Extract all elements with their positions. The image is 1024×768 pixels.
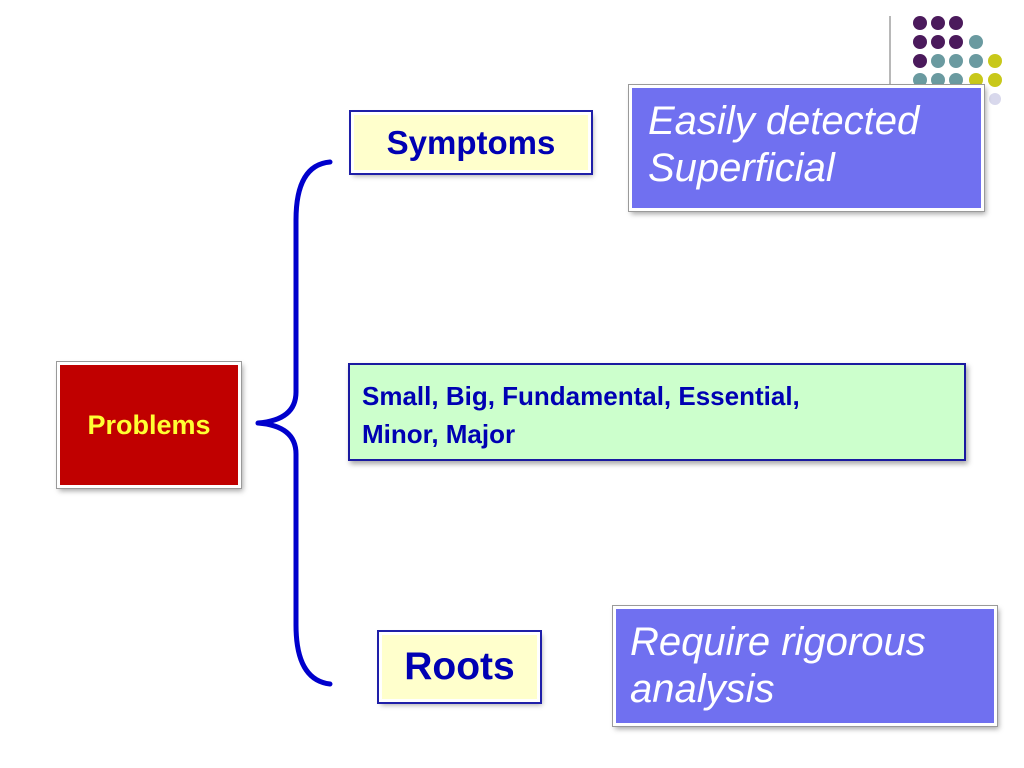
- symptoms-note-line-1: Easily detected: [648, 99, 920, 143]
- roots-label: Roots: [404, 645, 515, 688]
- dot-row-3: [913, 54, 1002, 68]
- roots-note: Require rigorous analysis: [612, 605, 998, 727]
- symptoms-note-line-2: Superficial: [648, 146, 835, 190]
- symptoms-node: Symptoms: [349, 110, 593, 175]
- problems-label: Problems: [87, 409, 211, 440]
- roots-note-line-1: Require rigorous: [630, 620, 926, 664]
- problems-node: Problems: [56, 361, 242, 489]
- problem-types-line-1: Small, Big, Fundamental, Essential,: [362, 381, 800, 411]
- symptoms-note: Easily detected Superficial: [628, 84, 985, 212]
- problem-types-line-2: Minor, Major: [362, 419, 516, 449]
- roots-note-line-2: analysis: [630, 667, 775, 711]
- dot-row-2: [913, 35, 983, 49]
- problem-types-node: Small, Big, Fundamental, Essential, Mino…: [348, 363, 966, 461]
- dot-row-5: [989, 93, 1001, 105]
- symptoms-label: Symptoms: [386, 123, 556, 161]
- dot-row-1: [913, 16, 963, 30]
- roots-node: Roots: [377, 630, 542, 704]
